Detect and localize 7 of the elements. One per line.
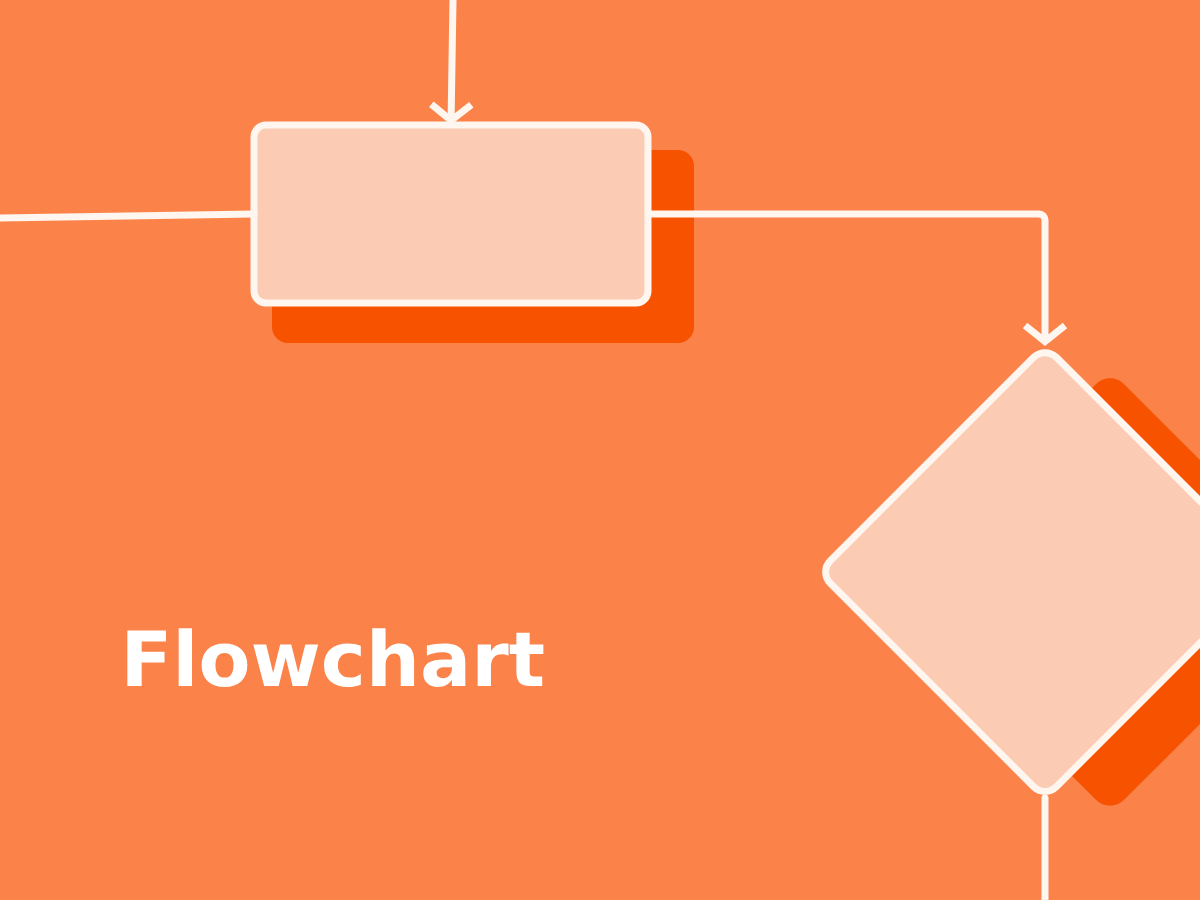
arrow xyxy=(644,210,1068,346)
arrow xyxy=(429,0,474,125)
decision-diamond xyxy=(822,349,1200,795)
connector-line xyxy=(0,210,258,222)
title: Flowchart xyxy=(127,628,544,688)
process-box xyxy=(250,121,652,307)
connector-line xyxy=(1041,794,1049,900)
